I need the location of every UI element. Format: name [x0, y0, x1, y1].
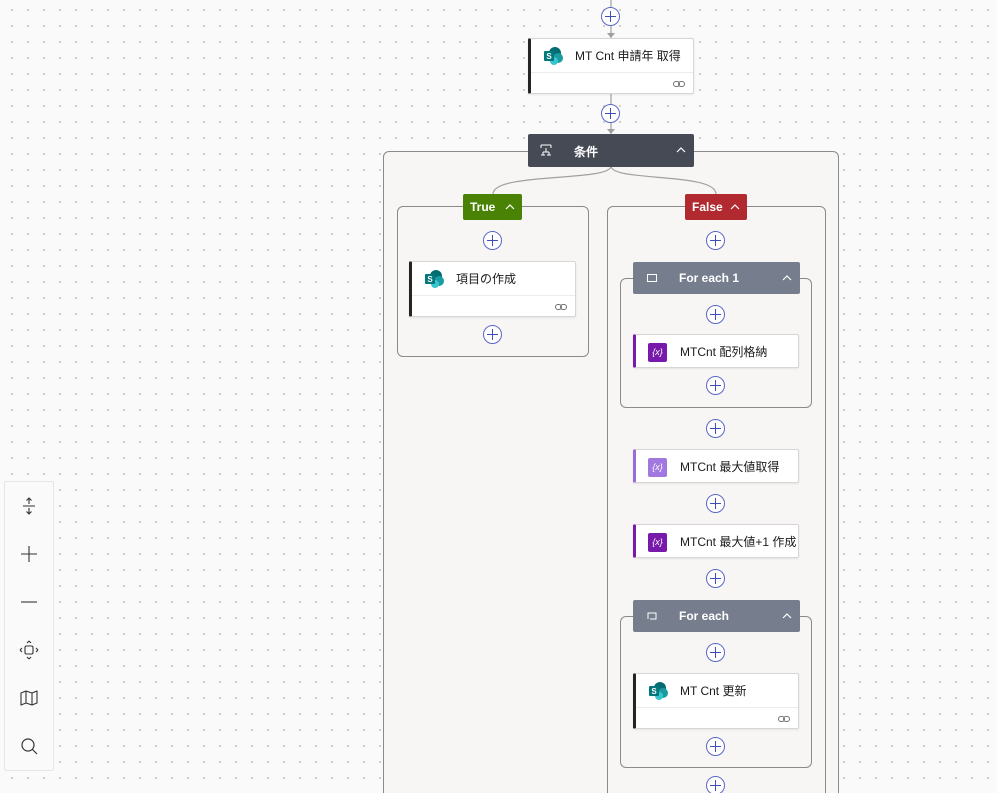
action-card-mtcnt-max-plus1[interactable]: {x} MTCnt 最大値+1 作成 [633, 524, 799, 558]
card-divider [531, 72, 693, 73]
action-card-mt-cnt-get[interactable]: S MT Cnt 申請年 取得 [528, 38, 694, 94]
link-icon [555, 304, 567, 310]
map-icon [20, 690, 38, 706]
action-card-mtcnt-array[interactable]: {x} MTCnt 配列格納 [633, 334, 799, 368]
variable-icon: {x} [648, 458, 667, 477]
add-action-button[interactable] [706, 776, 725, 793]
search-icon [21, 738, 38, 755]
add-action-button[interactable] [601, 104, 620, 123]
action-title: MTCnt 最大値+1 作成 [680, 535, 797, 549]
chevron-up-icon[interactable] [505, 204, 515, 210]
minimap-button[interactable] [5, 674, 53, 722]
foreach2-title: For each [679, 609, 730, 623]
action-title: MT Cnt 更新 [680, 684, 747, 698]
sharepoint-icon: S [649, 682, 668, 700]
fit-vertical-icon [23, 497, 35, 515]
action-card-mtcnt-max[interactable]: {x} MTCnt 最大値取得 [633, 449, 799, 483]
condition-header[interactable]: 条件 [528, 134, 694, 167]
true-branch-badge[interactable]: True [463, 194, 522, 220]
variable-icon: {x} [648, 533, 667, 552]
chevron-up-icon[interactable] [782, 275, 792, 281]
action-card-create-item[interactable]: S 項目の作成 [409, 261, 576, 317]
fit-height-button[interactable] [5, 482, 53, 530]
action-title: MTCnt 最大値取得 [680, 460, 780, 474]
add-action-button[interactable] [706, 231, 725, 250]
false-branch-badge[interactable]: False [685, 194, 747, 220]
add-action-button[interactable] [706, 643, 725, 662]
action-card-mt-cnt-update[interactable]: S MT Cnt 更新 [633, 673, 799, 729]
svg-text:S: S [651, 687, 657, 696]
fit-view-button[interactable] [5, 626, 53, 674]
plus-icon [21, 546, 37, 562]
true-label: True [470, 200, 496, 214]
zoom-in-button[interactable] [5, 530, 53, 578]
minus-icon [21, 601, 37, 603]
svg-text:S: S [427, 275, 433, 284]
add-action-button[interactable] [706, 569, 725, 588]
add-action-button[interactable] [706, 494, 725, 513]
add-action-button[interactable] [706, 419, 725, 438]
action-title: MTCnt 配列格納 [680, 345, 768, 359]
canvas-controls-panel [4, 481, 54, 771]
variable-icon: {x} [648, 343, 667, 362]
sharepoint-icon: S [544, 47, 563, 65]
action-title: 項目の作成 [456, 272, 517, 286]
loop-icon [647, 612, 657, 620]
false-label: False [692, 200, 723, 214]
add-action-button[interactable] [706, 305, 725, 324]
center-view-icon [19, 640, 39, 660]
foreach1-header[interactable]: For each 1 [633, 262, 800, 294]
zoom-out-button[interactable] [5, 578, 53, 626]
card-divider [636, 707, 798, 708]
loop-icon [647, 274, 657, 282]
foreach2-header[interactable]: For each [633, 600, 800, 632]
add-action-button[interactable] [601, 7, 620, 26]
sharepoint-icon: S [425, 270, 444, 288]
card-divider [412, 295, 575, 296]
action-title: MT Cnt 申請年 取得 [575, 49, 681, 63]
chevron-up-icon[interactable] [730, 204, 740, 210]
foreach1-title: For each 1 [679, 271, 740, 285]
link-icon [673, 81, 685, 87]
condition-title: 条件 [574, 145, 599, 159]
chevron-up-icon[interactable] [676, 147, 686, 153]
chevron-up-icon[interactable] [782, 613, 792, 619]
add-action-button[interactable] [706, 376, 725, 395]
add-action-button[interactable] [483, 325, 502, 344]
add-action-button[interactable] [483, 231, 502, 250]
svg-text:S: S [546, 52, 552, 61]
link-icon [778, 716, 790, 722]
condition-icon [540, 144, 552, 156]
add-action-button[interactable] [706, 737, 725, 756]
search-button[interactable] [5, 722, 53, 770]
